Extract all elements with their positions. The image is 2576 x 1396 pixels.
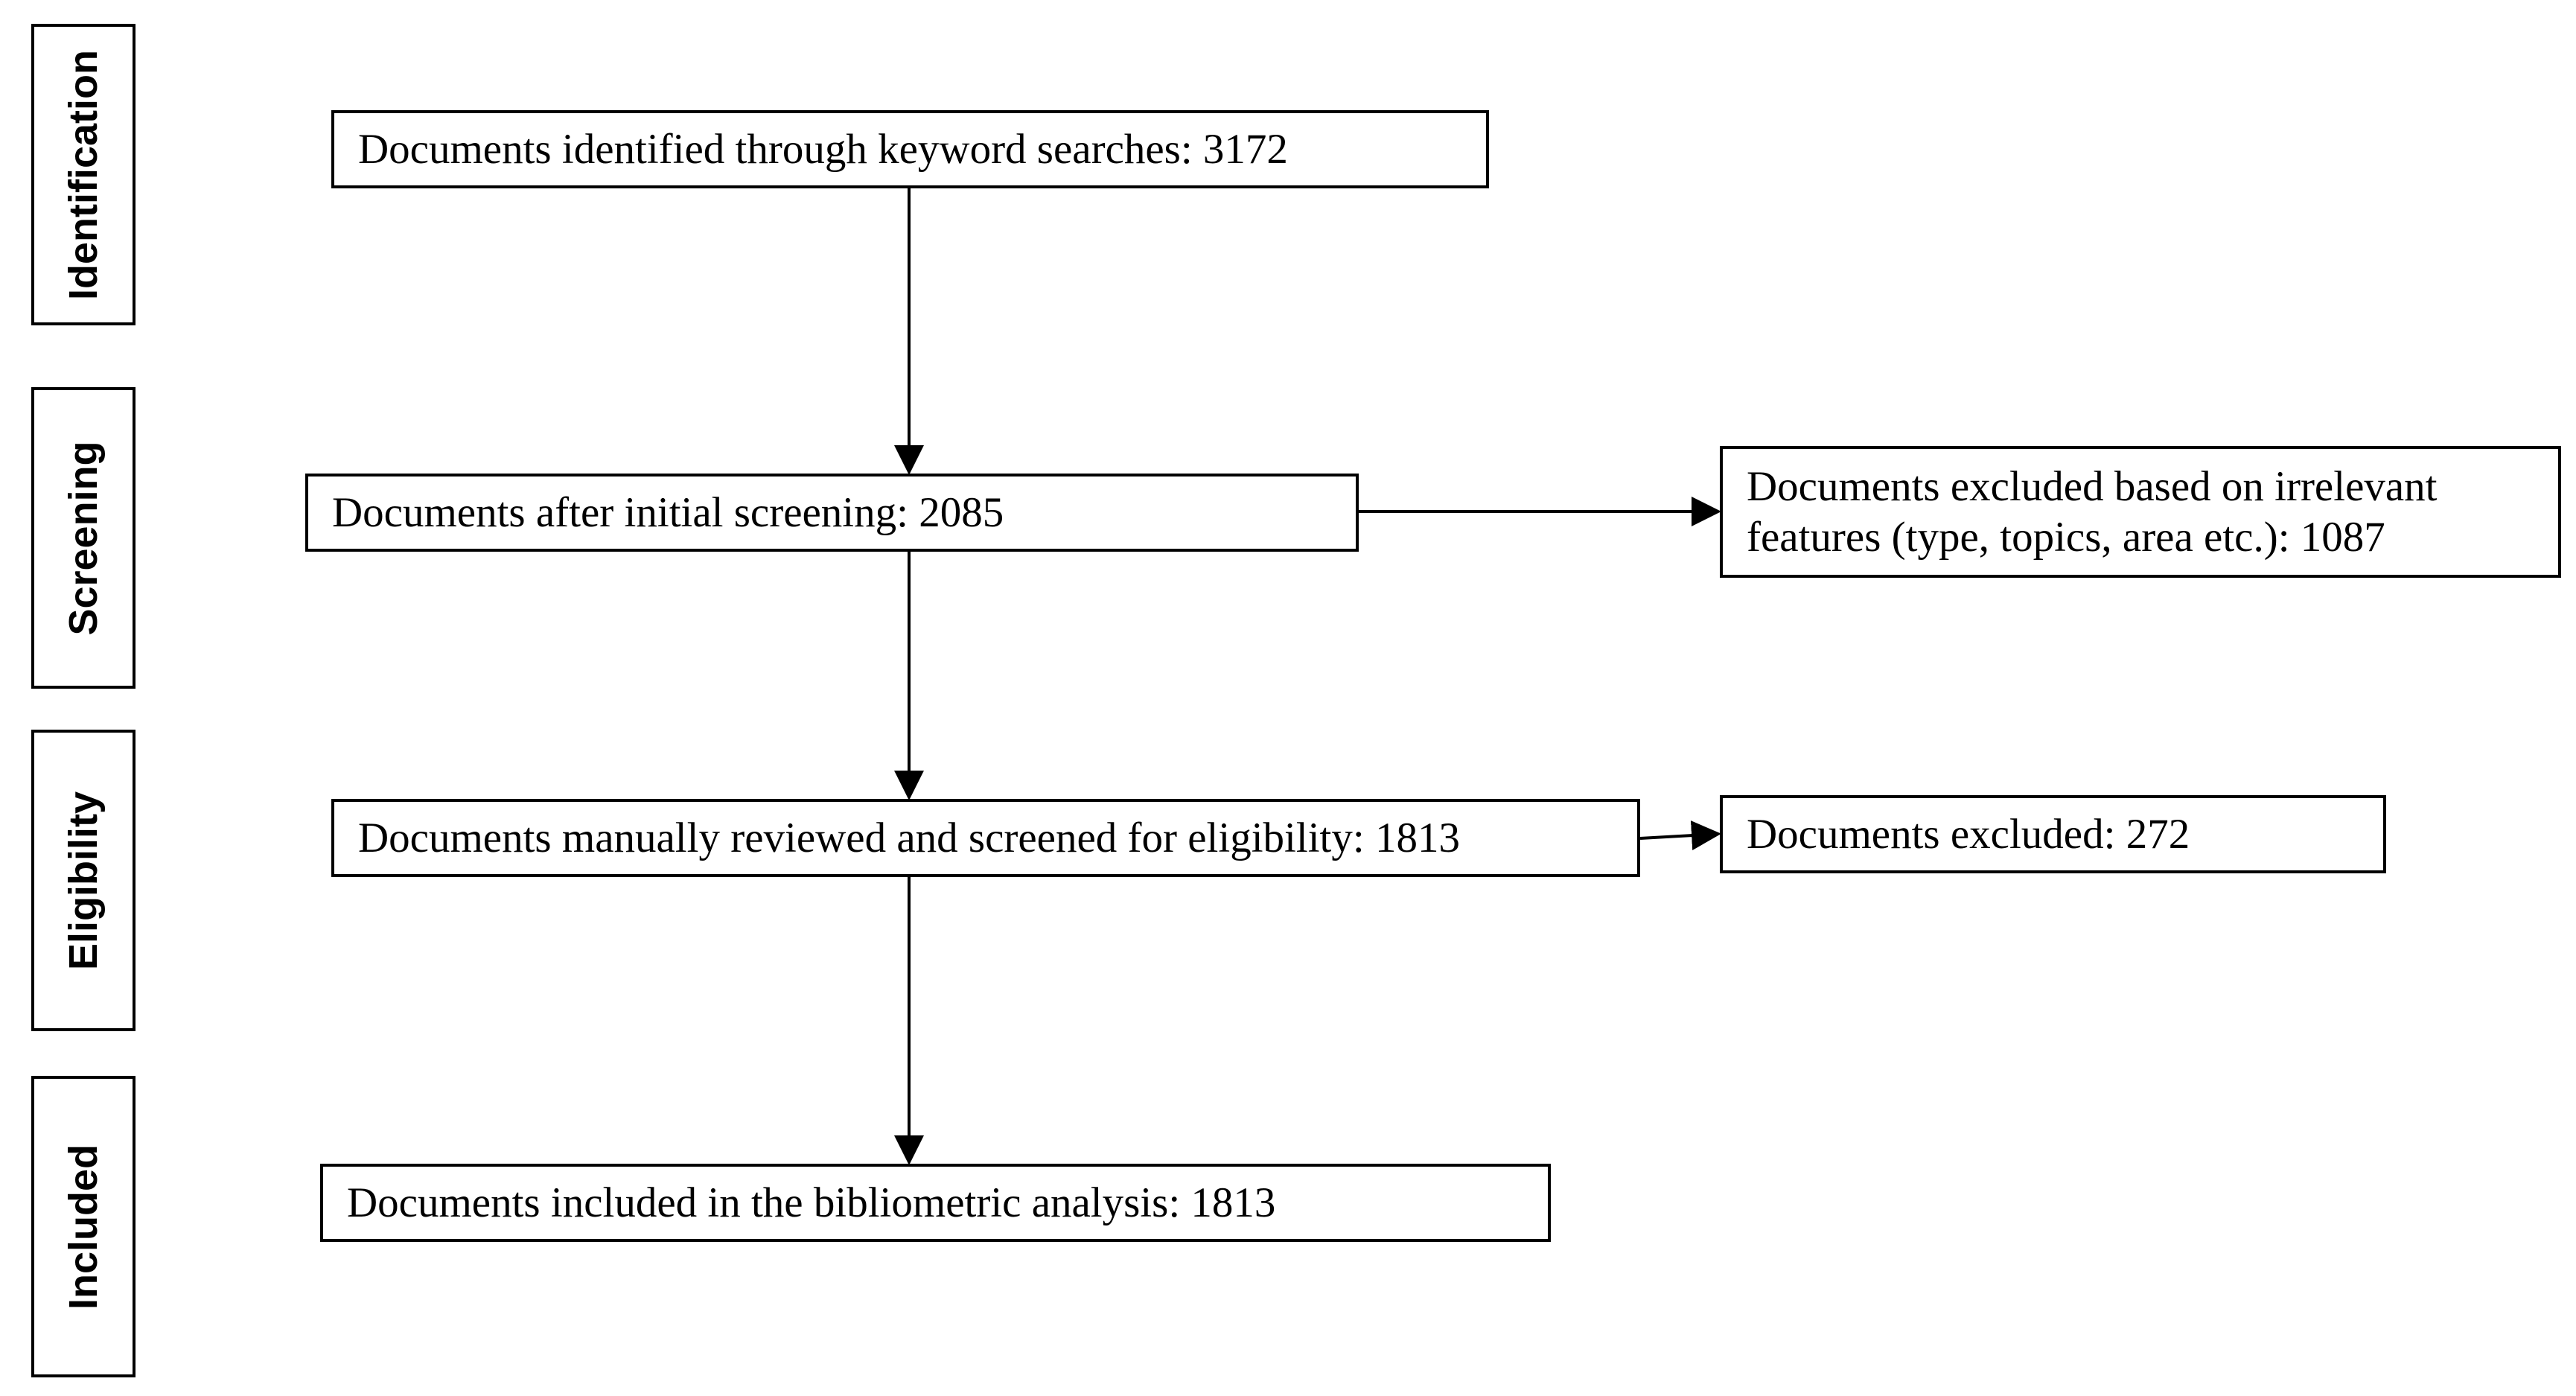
stage-included: Included [31, 1076, 136, 1377]
stage-identification: Identification [31, 24, 136, 325]
screened-text: Documents after initial screening: 2085 [332, 488, 1004, 536]
reviewed-box: Documents manually reviewed and screened… [331, 799, 1640, 877]
stage-eligibility-label: Eligibility [61, 791, 106, 970]
identified-text: Documents identified through keyword sea… [358, 125, 1288, 173]
excluded-box: Documents excluded: 272 [1720, 795, 2386, 873]
identified-box: Documents identified through keyword sea… [331, 110, 1489, 188]
stage-screening-label: Screening [61, 440, 106, 636]
stage-screening: Screening [31, 387, 136, 689]
stage-included-label: Included [61, 1144, 106, 1310]
included-box: Documents included in the bibliometric a… [320, 1164, 1551, 1242]
reviewed-text: Documents manually reviewed and screened… [358, 814, 1460, 861]
stage-eligibility: Eligibility [31, 730, 136, 1031]
stage-identification-label: Identification [61, 49, 106, 300]
screened-box: Documents after initial screening: 2085 [305, 474, 1359, 552]
excluded-features-line-1: Documents excluded based on irrelevant [1747, 462, 2438, 510]
included-text: Documents included in the bibliometric a… [347, 1179, 1276, 1226]
excluded-features-line-2: features (type, topics, area etc.): 1087 [1747, 513, 2385, 561]
excluded-text: Documents excluded: 272 [1747, 810, 2190, 858]
arrow-reviewed-to-excluded [1639, 820, 1721, 851]
excluded-features-text: Documents excluded based on irrelevant f… [1747, 462, 2438, 563]
excluded-features-box: Documents excluded based on irrelevant f… [1720, 446, 2561, 578]
